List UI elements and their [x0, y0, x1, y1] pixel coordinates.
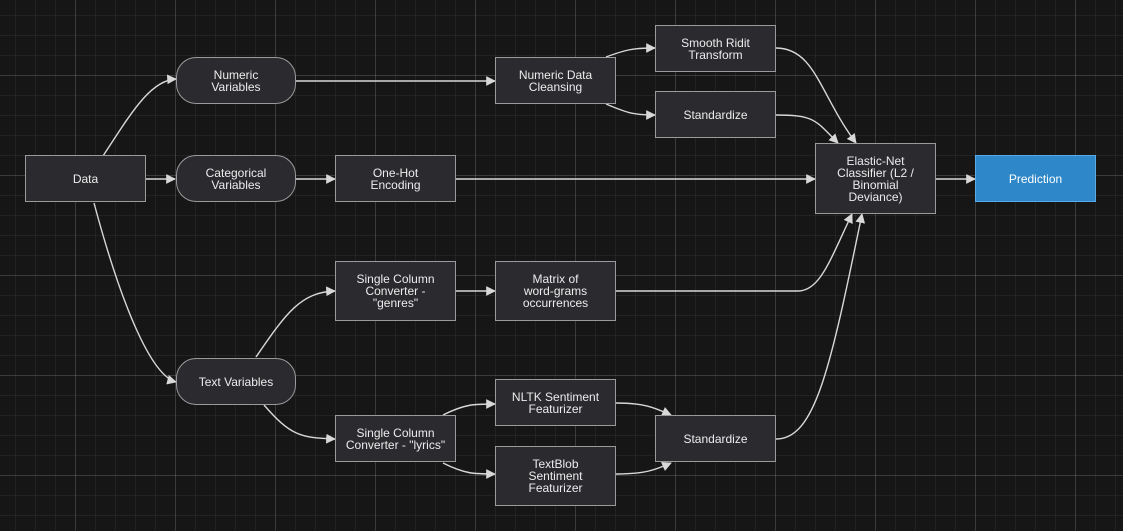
edge-matrix-classifier: [616, 213, 853, 292]
node-categorical-variables[interactable]: Categorical Variables: [176, 155, 296, 202]
node-data[interactable]: Data: [25, 155, 146, 202]
node-text-variables[interactable]: Text Variables: [176, 358, 296, 405]
edge-textblob-standardize-text: [615, 462, 672, 475]
edge-converter-lyrics-textblob: [442, 462, 496, 479]
node-single-column-converter-genres[interactable]: Single Column Converter - "genres": [335, 261, 456, 321]
edge-cleansing-smooth-ridit: [605, 43, 656, 58]
edge-standardize-text-classifier: [775, 213, 866, 440]
edge-standardize-numeric-classifier: [775, 114, 839, 144]
edge-nltk-standardize-text: [615, 402, 672, 416]
edge-converter-lyrics-nltk: [442, 399, 496, 416]
node-standardize-numeric[interactable]: Standardize: [655, 91, 776, 138]
node-one-hot-encoding[interactable]: One-Hot Encoding: [335, 155, 456, 202]
node-numeric-data-cleansing[interactable]: Numeric Data Cleansing: [495, 57, 616, 104]
edge-smooth-ridit-classifier: [775, 47, 857, 144]
node-nltk-sentiment-featurizer[interactable]: NLTK Sentiment Featurizer: [495, 379, 616, 426]
node-matrix-word-grams[interactable]: Matrix of word-grams occurrences: [495, 261, 616, 321]
edge-data-text-variables: [93, 202, 177, 385]
node-smooth-ridit-transform[interactable]: Smooth Ridit Transform: [655, 25, 776, 72]
edge-cleansing-standardize: [605, 103, 656, 120]
node-elastic-net-classifier[interactable]: Elastic-Net Classifier (L2 / Binomial De…: [815, 143, 936, 214]
edge-text-variables-converter-lyrics: [263, 404, 336, 444]
node-single-column-converter-lyrics[interactable]: Single Column Converter - "lyrics": [335, 415, 456, 462]
edge-data-numeric-variables: [102, 74, 177, 157]
node-prediction[interactable]: Prediction: [975, 155, 1096, 202]
node-numeric-variables[interactable]: Numeric Variables: [176, 57, 296, 104]
node-textblob-sentiment-featurizer[interactable]: TextBlob Sentiment Featurizer: [495, 446, 616, 506]
node-standardize-text[interactable]: Standardize: [655, 415, 776, 462]
edge-text-variables-converter-genres: [255, 286, 336, 358]
